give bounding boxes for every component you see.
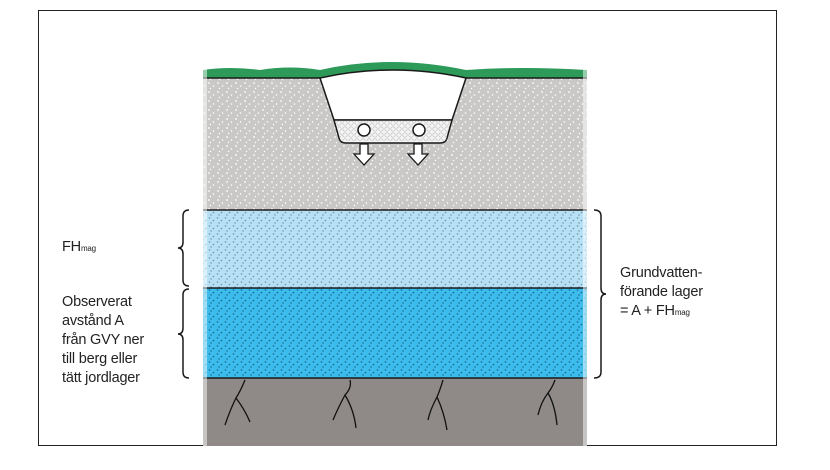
drain-pipe-icon bbox=[412, 123, 426, 137]
brace-observed-distance bbox=[177, 288, 190, 379]
bedrock-layer bbox=[203, 378, 587, 446]
aquifer-label: Grundvatten- förande lager = A + FHmag bbox=[620, 265, 703, 319]
brace-aquifer bbox=[593, 209, 607, 379]
arrow-down-icon bbox=[352, 143, 376, 166]
infiltration-trench bbox=[319, 69, 467, 166]
fh-mag-label: FHmag bbox=[62, 239, 96, 255]
observed-distance-label: Observerat avstånd A från GVY ner till b… bbox=[62, 294, 144, 386]
brace-fh-mag bbox=[177, 209, 190, 287]
arrow-down-icon bbox=[406, 143, 430, 166]
rock-cracks bbox=[224, 379, 558, 431]
drain-pipe-icon bbox=[357, 123, 371, 137]
